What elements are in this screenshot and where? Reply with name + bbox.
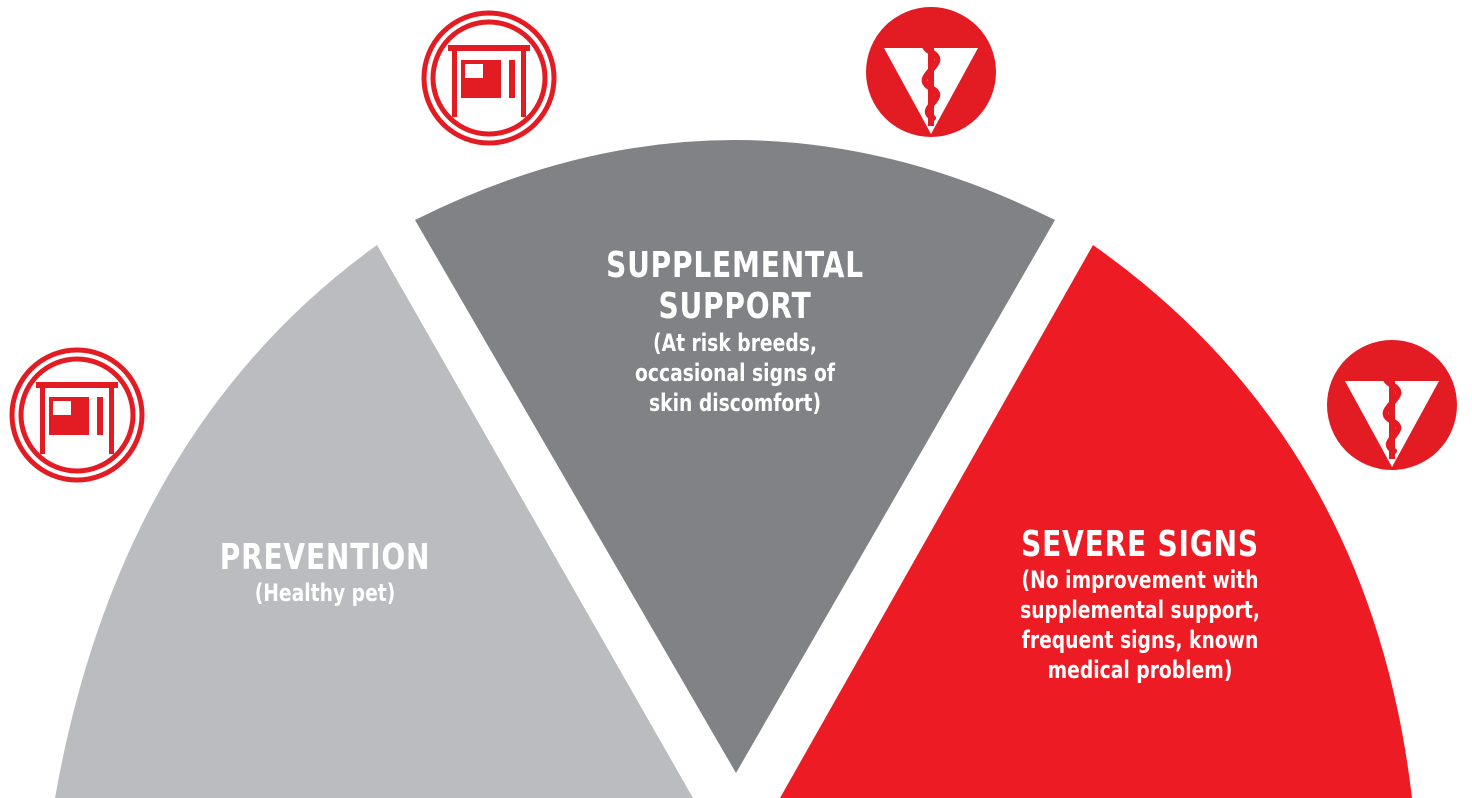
segment-title: PREVENTION bbox=[219, 537, 431, 578]
segment-supplemental-shape bbox=[415, 140, 1055, 773]
veterinary-caduceus-icon bbox=[866, 7, 996, 137]
segment-severe-label: SEVERE SIGNS (No improvement with supple… bbox=[984, 524, 1296, 685]
storefront-icon bbox=[421, 10, 557, 146]
storefront-icon bbox=[9, 347, 145, 483]
veterinary-caduceus-icon bbox=[1327, 340, 1457, 470]
segment-subtitle: (At risk breeds, occasional signs of ski… bbox=[635, 329, 835, 417]
segment-subtitle: (No improvement with supplemental suppor… bbox=[1020, 566, 1260, 684]
segment-title: SEVERE SIGNS bbox=[1021, 524, 1259, 565]
segment-supplemental-label: SUPPLEMENTAL SUPPORT (At risk breeds, oc… bbox=[575, 245, 895, 418]
segment-prevention-shape bbox=[55, 245, 693, 798]
segment-prevention-label: PREVENTION (Healthy pet) bbox=[169, 537, 481, 608]
segment-title: SUPPLEMENTAL SUPPORT bbox=[606, 245, 864, 327]
segment-subtitle: (Healthy pet) bbox=[254, 579, 396, 607]
segment-severe-shape bbox=[780, 245, 1412, 798]
